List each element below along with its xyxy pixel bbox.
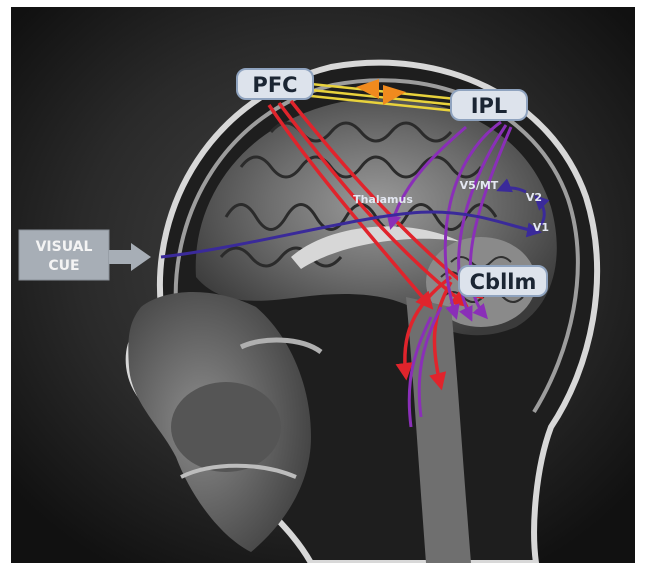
cbllm-text: Cbllm: [470, 270, 537, 294]
diagram-canvas: PFC IPL Cbllm Thalamus V5/MT V2 V1 VISUA…: [11, 7, 635, 563]
pfc-text: PFC: [252, 73, 297, 97]
pfc-label: PFC: [237, 69, 313, 99]
v5mt-label: V5/MT: [460, 179, 499, 192]
visual-cue-line1: VISUAL: [36, 239, 93, 255]
ipl-text: IPL: [471, 94, 508, 118]
thalamus-label: Thalamus: [353, 193, 413, 206]
visual-cue-line2: CUE: [48, 258, 79, 274]
cbllm-label: Cbllm: [459, 266, 547, 296]
v2-label: V2: [526, 191, 542, 204]
v1-label: V1: [533, 221, 549, 234]
ipl-label: IPL: [451, 90, 527, 120]
brain-pathway-diagram: PFC IPL Cbllm Thalamus V5/MT V2 V1 VISUA…: [11, 7, 635, 563]
